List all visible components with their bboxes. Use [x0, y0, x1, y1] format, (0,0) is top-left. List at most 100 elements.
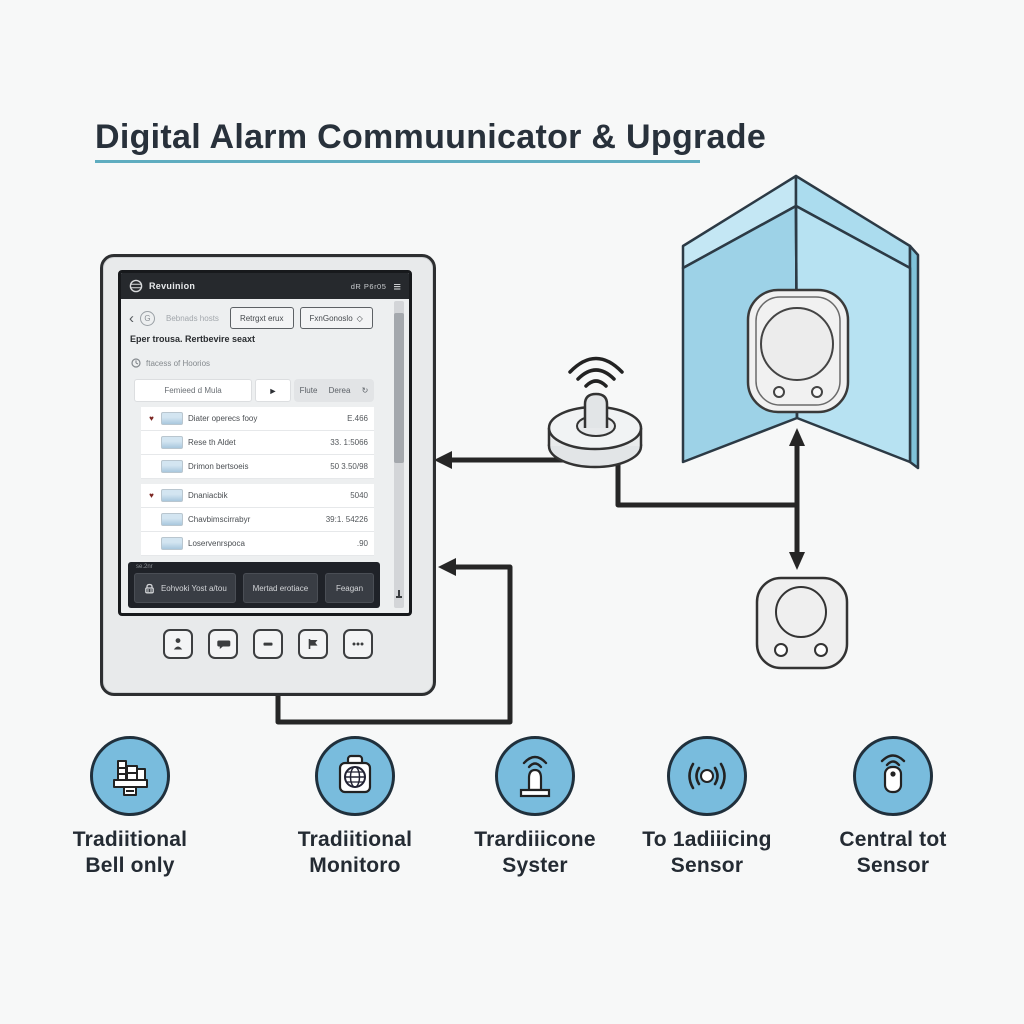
back-icon[interactable]: ‹: [129, 309, 134, 327]
screen-subheading-row: ftacess of Hoorios: [131, 358, 210, 368]
item-name: Loservenrspoca: [188, 539, 245, 548]
flag-icon: [308, 639, 318, 649]
item-name: Chavbimscirrabyr: [188, 515, 251, 524]
filter-pill: Flute Derea ↻: [294, 379, 374, 402]
keyfob-icon: [853, 736, 933, 816]
screen-heading: Eper trousa. Rertbevire seaxt: [130, 334, 256, 344]
footer-button-3[interactable]: Feagan: [325, 573, 374, 603]
page-title: Digital Alarm Commuunicator & Upgrade: [95, 118, 767, 156]
item-name: Dnaniacbik: [188, 491, 228, 500]
screen-subheading: ftacess of Hoorios: [146, 358, 211, 368]
keypad-device: [755, 576, 849, 670]
thumbnail: [161, 537, 183, 550]
thumbnail: [161, 513, 183, 526]
wireless-hub-device: [547, 356, 643, 469]
blocks-icon: [90, 736, 170, 816]
g-badge-icon[interactable]: G: [140, 310, 155, 326]
lock-icon: [145, 583, 154, 593]
clock-icon: [131, 358, 141, 368]
search-row: Femieed d Mula ► Flute Derea ↻: [134, 379, 374, 402]
table-row[interactable]: Rese th Aldet 33. 1:5066: [141, 431, 374, 455]
person-button[interactable]: [163, 629, 193, 659]
screen-footer: se.2nr Eohvoki Yost a/tou Mertad erotiac…: [128, 562, 380, 608]
item-value: 33. 1:5066: [330, 438, 368, 447]
item-value: .90: [356, 539, 368, 548]
favorite-icon: ♥: [149, 491, 154, 500]
thumbnail: [161, 460, 183, 473]
thumbnail: [161, 436, 183, 449]
refresh-icon[interactable]: ↻: [361, 386, 369, 395]
table-row[interactable]: ♥ Dnaniacbik 5040: [141, 484, 374, 508]
footer-button-2[interactable]: Mertad erotiace: [242, 573, 319, 603]
nav-button-2[interactable]: FxnGonoslo ◇: [299, 307, 373, 329]
scroll-end-icon: [396, 590, 402, 598]
minus-button[interactable]: [253, 629, 283, 659]
table-row[interactable]: Loservenrspoca .90: [141, 532, 374, 556]
table-row[interactable]: Drimon bertsoeis 50 3.50/98: [141, 455, 374, 479]
screen-topbar: Revuinion dR P6r05 ≡: [121, 273, 409, 299]
item-value: E.466: [347, 414, 368, 423]
chat-icon: [217, 640, 231, 649]
footer-button-1[interactable]: Eohvoki Yost a/tou: [134, 573, 236, 603]
chat-button[interactable]: [208, 629, 238, 659]
go-arrow-icon: ►: [268, 385, 278, 396]
radiating-dot-icon: [667, 736, 747, 816]
footer-button-2-label: Mertad erotiace: [252, 583, 309, 593]
thumbnail: [161, 412, 183, 425]
hardware-buttons: [103, 629, 433, 659]
beacon-icon: [495, 736, 575, 816]
wall-corner: [681, 174, 920, 470]
footer-button-3-label: Feagan: [335, 583, 364, 593]
go-button[interactable]: ►: [255, 379, 291, 402]
bag-globe-icon: [315, 736, 395, 816]
item-name: Diater operecs fooy: [188, 414, 258, 423]
scrollbar-thumb[interactable]: [394, 313, 404, 463]
favorite-icon: ♥: [149, 414, 154, 423]
nav-button-1[interactable]: Retrgxt erux: [229, 307, 294, 329]
brand-logo-icon: [129, 279, 143, 293]
minus-icon: [263, 642, 273, 646]
nav-button-1-label: Retrgxt erux: [239, 313, 284, 323]
event-list: ♥ Diater operecs fooy E.466 Rese th Alde…: [141, 407, 374, 556]
footer-tiny-text: se.2nr: [136, 564, 153, 570]
diamond-icon: ◇: [356, 313, 363, 323]
panel-screen: Revuinion dR P6r05 ≡ ‹ G Bebnads hosts R…: [118, 270, 412, 616]
more-button[interactable]: [343, 629, 373, 659]
filter-option-2[interactable]: Derea: [328, 386, 351, 395]
thumbnail: [161, 489, 183, 502]
item-value: 50 3.50/98: [330, 462, 368, 471]
table-row[interactable]: ♥ Diater operecs fooy E.466: [141, 407, 374, 431]
ellipsis-icon: [352, 642, 364, 646]
alarm-panel-tablet: Revuinion dR P6r05 ≡ ‹ G Bebnads hosts R…: [100, 254, 436, 696]
footer-button-1-label: Eohvoki Yost a/tou: [160, 583, 227, 593]
nav-row: ‹ G Bebnads hosts Retrgxt erux FxnGonosl…: [129, 306, 379, 330]
table-row[interactable]: Chavbimscirrabyr 39:1. 54226: [141, 508, 374, 532]
item-value: 39:1. 54226: [325, 515, 368, 524]
item-name: Drimon bertsoeis: [188, 462, 249, 471]
title-underline: [95, 160, 700, 163]
brand-name: Revuinion: [149, 281, 196, 291]
wifi-waves-icon: [568, 356, 624, 388]
status-text: dR P6r05: [350, 281, 387, 291]
item-value: 5040: [350, 491, 368, 500]
scrollbar-track[interactable]: [394, 301, 404, 608]
person-icon: [173, 638, 183, 650]
nav-button-2-label: FxnGonoslo: [309, 313, 353, 323]
search-input[interactable]: Femieed d Mula: [134, 379, 252, 402]
wall-sensor-device: [746, 288, 850, 414]
menu-icon[interactable]: ≡: [393, 278, 401, 294]
flag-button[interactable]: [298, 629, 328, 659]
filter-option-1[interactable]: Flute: [299, 386, 318, 395]
item-name: Rese th Aldet: [188, 438, 236, 447]
breadcrumb: Bebnads hosts: [166, 313, 219, 323]
